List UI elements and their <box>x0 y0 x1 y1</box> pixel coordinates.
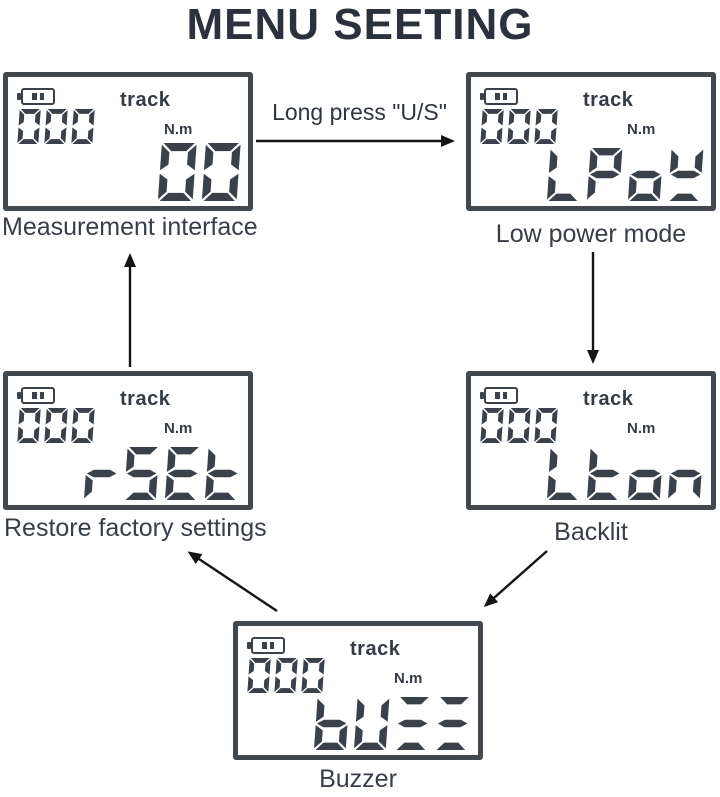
mode-label: track <box>583 388 634 410</box>
lcd-display-backlit: track N.m <box>466 371 716 510</box>
main-reading <box>83 447 241 500</box>
caption-low-power: Low power mode <box>495 220 687 248</box>
main-reading <box>546 148 704 201</box>
unit-label: N.m <box>627 420 656 437</box>
lcd-display-buzzer: track N.m <box>233 621 483 760</box>
mode-label: track <box>120 388 171 410</box>
mode-label: track <box>350 638 401 660</box>
lcd-display-measurement: track N.m <box>3 72 253 211</box>
arrow-backlit-to-buzzer <box>483 550 548 607</box>
unit-label: N.m <box>394 670 423 687</box>
lcd-display-low-power: track N.m <box>466 72 716 211</box>
unit-label: N.m <box>164 420 193 437</box>
page-title: MENU SEETING <box>186 0 534 49</box>
mode-label: track <box>120 89 171 111</box>
main-reading <box>157 143 241 201</box>
main-reading <box>546 447 704 500</box>
counter-display <box>17 109 96 144</box>
battery-two-bars-icon <box>480 387 518 404</box>
unit-label: N.m <box>627 121 656 138</box>
caption-backlit: Backlit <box>554 518 628 546</box>
counter-display <box>480 109 559 144</box>
counter-display <box>247 658 326 693</box>
counter-display <box>480 408 559 443</box>
arrow-buzzer-to-restore <box>187 551 278 612</box>
battery-two-bars-icon <box>17 88 55 105</box>
battery-two-bars-icon <box>17 387 55 404</box>
counter-display <box>17 408 96 443</box>
caption-restore: Restore factory settings <box>4 514 267 542</box>
battery-two-bars-icon <box>247 637 285 654</box>
mode-label: track <box>583 89 634 111</box>
lcd-display-restore: track N.m <box>3 371 253 510</box>
caption-buzzer: Buzzer <box>319 765 397 793</box>
caption-measurement: Measurement interface <box>2 213 258 241</box>
main-reading <box>313 697 471 750</box>
battery-two-bars-icon <box>480 88 518 105</box>
unit-label: N.m <box>164 121 193 138</box>
transition-label: Long press "U/S" <box>272 99 447 125</box>
